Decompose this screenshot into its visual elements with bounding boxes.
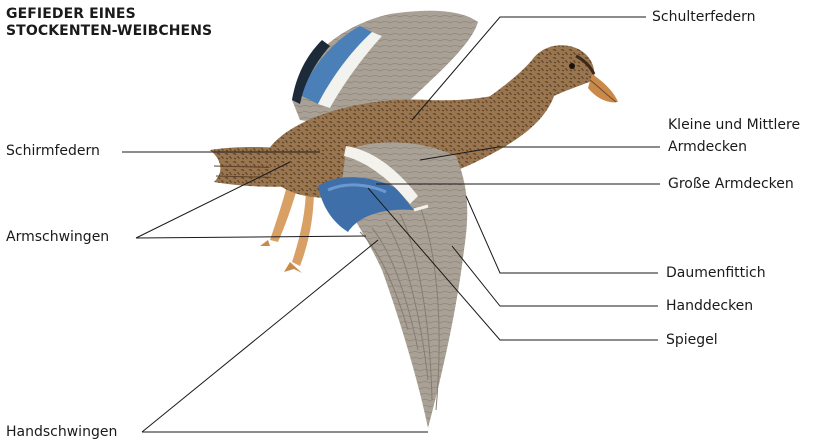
leader-armschwingen-1 [136, 162, 290, 238]
label-schulterfedern: Schulterfedern [652, 8, 756, 26]
leader-daumenfittich [466, 196, 658, 273]
label-armschwingen: Armschwingen [6, 228, 109, 246]
leader-handdecken [452, 246, 658, 306]
label-kleine-mittlere-1: Kleine und Mittlere [668, 116, 800, 134]
label-schirmfedern: Schirmfedern [6, 142, 100, 160]
title-line-1: GEFIEDER EINES [6, 6, 212, 23]
label-daumenfittich: Daumenfittich [666, 264, 766, 282]
label-spiegel: Spiegel [666, 331, 718, 349]
label-kleine-mittlere-2: Armdecken [668, 138, 747, 156]
label-grosse-armdecken: Große Armdecken [668, 175, 794, 193]
diagram-title: GEFIEDER EINES STOCKENTEN-WEIBCHENS [6, 6, 212, 40]
leader-handschwingen-1 [142, 240, 378, 432]
leader-armschwingen-2 [136, 236, 366, 238]
label-handschwingen: Handschwingen [6, 423, 117, 441]
leader-spiegel [368, 188, 658, 340]
leader-schulterfedern [412, 17, 646, 120]
label-handdecken: Handdecken [666, 297, 753, 315]
title-line-2: STOCKENTEN-WEIBCHENS [6, 23, 212, 40]
leader-kleine-mittlere-armdecken [420, 147, 660, 160]
